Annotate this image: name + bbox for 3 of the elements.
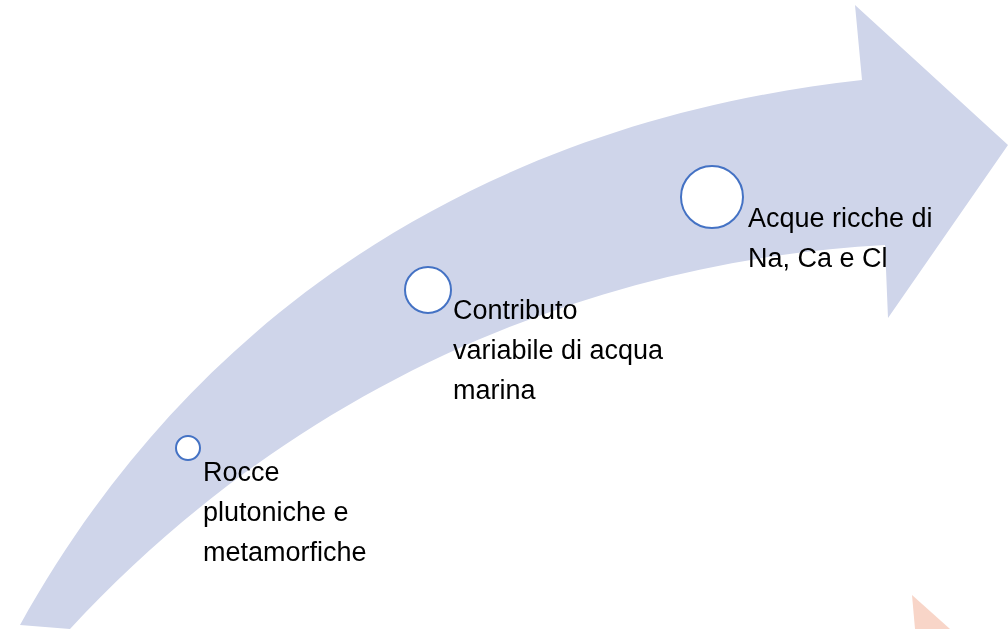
step-caption: Acque ricche di Na, Ca e Cl — [748, 202, 934, 275]
step-caption: Rocce plutoniche e metamorfiche — [203, 456, 368, 569]
step-caption: Contributo variabile di acqua marina — [453, 294, 665, 407]
